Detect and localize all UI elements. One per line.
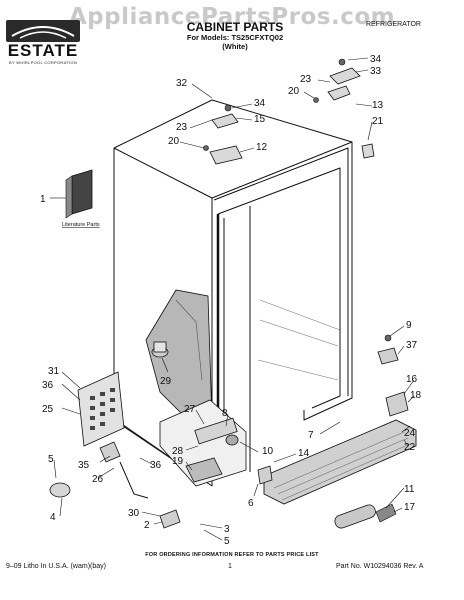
callout-20b: 20 xyxy=(168,136,180,147)
callout-30: 30 xyxy=(128,508,140,519)
callout-19: 19 xyxy=(172,456,184,467)
callout-23: 23 xyxy=(300,74,312,85)
brand-name: ESTATE xyxy=(7,41,79,60)
callout-8: 8 xyxy=(222,408,228,419)
page-title: CABINET PARTS xyxy=(186,20,284,34)
ordering-note: FOR ORDERING INFORMATION REFER TO PARTS … xyxy=(145,552,319,558)
callout-11: 11 xyxy=(404,484,415,495)
callout-6: 6 xyxy=(248,498,254,509)
category-label: REFRIGERATOR xyxy=(366,21,421,28)
literature-label: Literature Parts xyxy=(62,222,100,228)
callout-28: 28 xyxy=(172,446,184,457)
callout-3: 3 xyxy=(224,524,230,535)
callout-16: 16 xyxy=(406,374,418,385)
callout-24: 24 xyxy=(404,428,416,439)
callout-13: 13 xyxy=(372,100,384,111)
callout-33: 33 xyxy=(370,66,382,77)
callout-14: 14 xyxy=(298,448,310,459)
callout-17: 17 xyxy=(404,502,416,513)
callout-34b: 34 xyxy=(254,98,266,109)
callout-26: 26 xyxy=(92,474,104,485)
callout-22: 22 xyxy=(404,442,416,453)
callout-25: 25 xyxy=(42,404,54,415)
callout-31: 31 xyxy=(48,366,60,377)
callout-10: 10 xyxy=(262,446,274,457)
models-line: For Models: TS25CFXTQ02 xyxy=(186,33,284,42)
callout-18: 18 xyxy=(410,390,422,401)
watermark: AppliancePartsPros.com xyxy=(68,4,396,30)
color-line: (White) xyxy=(222,42,248,51)
callout-23b: 23 xyxy=(176,122,188,133)
callout-2: 2 xyxy=(144,520,150,531)
callout-37: 37 xyxy=(406,340,418,351)
brand-logo: ESTATE BY WHIRLPOOL CORPORATION xyxy=(6,20,80,66)
callout-20: 20 xyxy=(288,86,300,97)
part-number: Part No. W10294036 Rev. A xyxy=(336,563,424,570)
callout-21: 21 xyxy=(372,116,384,127)
brand-sub: BY WHIRLPOOL CORPORATION xyxy=(8,60,78,65)
litho-line: 9–09 Litho In U.S.A. (wam)(bay) xyxy=(6,563,106,570)
callout-15: 15 xyxy=(254,114,266,125)
callout-12: 12 xyxy=(256,142,268,153)
callout-9: 9 xyxy=(406,320,412,331)
callout-27: 27 xyxy=(184,404,196,415)
callout-29: 29 xyxy=(160,376,172,387)
callout-34: 34 xyxy=(370,54,382,65)
callout-1: 1 xyxy=(40,194,46,205)
callout-4: 4 xyxy=(50,512,56,523)
callout-35: 35 xyxy=(78,460,90,471)
callout-7: 7 xyxy=(308,430,314,441)
callout-32: 32 xyxy=(176,78,188,89)
callout-36b: 36 xyxy=(150,460,162,471)
callout-5: 5 xyxy=(48,454,54,465)
page-number: 1 xyxy=(228,563,232,570)
callout-36: 36 xyxy=(42,380,54,391)
logo-emblem xyxy=(6,20,80,42)
callout-5b: 5 xyxy=(224,536,230,547)
